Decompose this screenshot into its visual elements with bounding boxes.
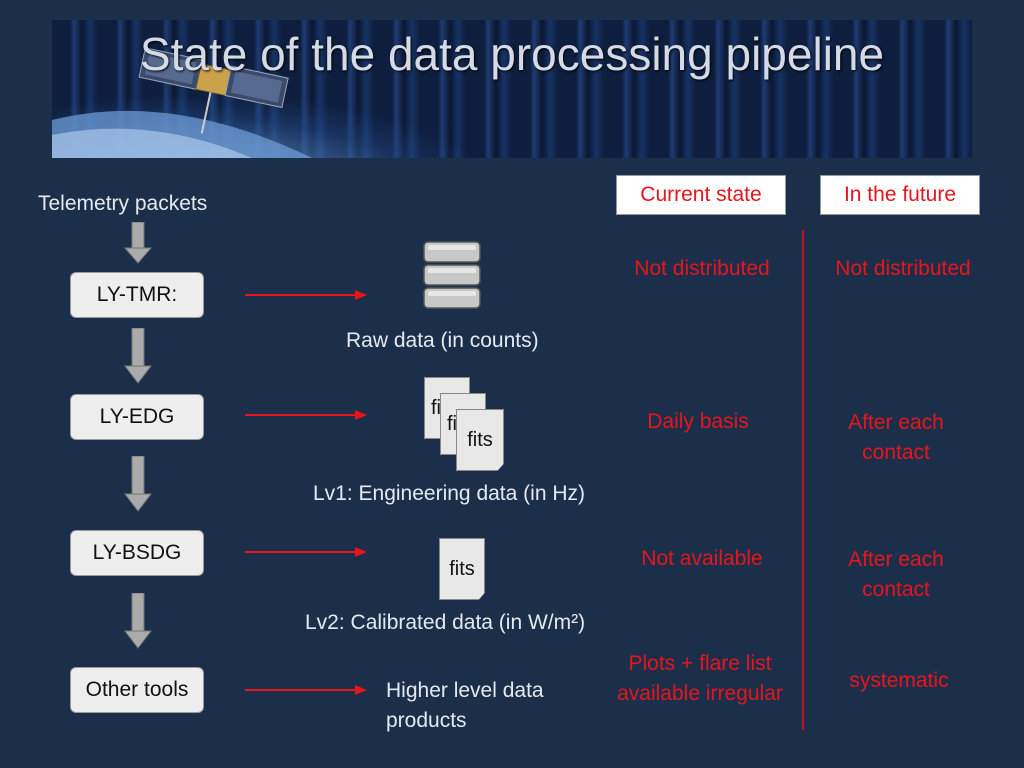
- future-tmr: Not distributed: [835, 257, 971, 280]
- title-banner: [52, 20, 972, 158]
- current-edg: Daily basis: [647, 410, 749, 433]
- right-arrow-icon: [245, 290, 367, 300]
- current-tmr: Not distributed: [634, 257, 770, 280]
- output-lv1-data: Lv1: Engineering data (in Hz): [313, 482, 585, 505]
- slide-title: State of the data processing pipeline: [139, 28, 885, 80]
- right-arrow-icon: [245, 685, 367, 695]
- down-arrow-icon: [124, 328, 152, 384]
- future-header: In the future: [820, 175, 980, 215]
- future-bsdg: After each contact: [848, 548, 944, 601]
- future-edg: After each contact: [848, 411, 944, 464]
- telemetry-label: Telemetry packets: [38, 192, 208, 215]
- fits-file-icon: fits: [439, 538, 485, 600]
- stage-ly-edg: LY-EDG: [70, 394, 204, 440]
- column-divider: [802, 230, 804, 730]
- right-arrow-icon: [245, 410, 367, 420]
- down-arrow-icon: [124, 456, 152, 512]
- stage-ly-bsdg: LY-BSDG: [70, 530, 204, 576]
- output-raw-data: Raw data (in counts): [346, 329, 539, 352]
- future-other: systematic: [849, 669, 949, 692]
- stage-other-tools: Other tools: [70, 667, 204, 713]
- current-state-header: Current state: [616, 175, 786, 215]
- database-icon: [423, 241, 481, 309]
- down-arrow-icon: [124, 222, 152, 264]
- current-other: Plots + flare list available irregular: [617, 652, 783, 705]
- satellite-icon: [52, 47, 312, 158]
- right-arrow-icon: [245, 547, 367, 557]
- current-bsdg: Not available: [641, 547, 763, 570]
- output-lv2-data: Lv2: Calibrated data (in W/m²): [305, 611, 586, 634]
- output-higher-level: Higher level data products: [386, 679, 544, 732]
- stage-ly-tmr: LY-TMR:: [70, 272, 204, 318]
- down-arrow-icon: [124, 593, 152, 649]
- fits-file-icon: fits: [456, 409, 504, 471]
